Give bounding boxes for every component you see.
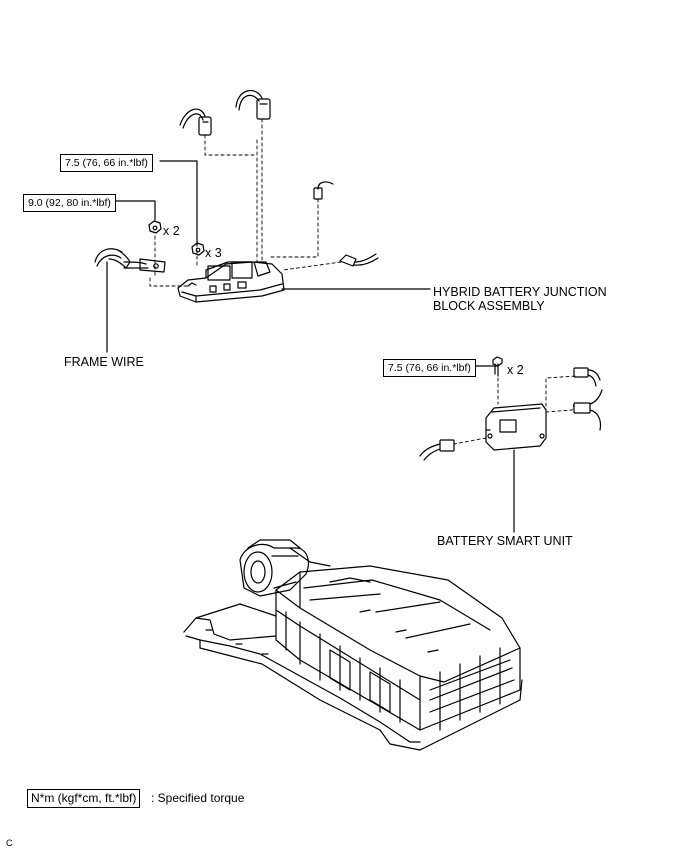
side-connector-right (339, 253, 379, 267)
battery-pack-part (183, 539, 523, 751)
battery-smart-unit-part (485, 403, 547, 451)
qty-frame-wire-nut: x 2 (163, 224, 180, 238)
label-junction-block-line1: HYBRID BATTERY JUNCTION (433, 285, 607, 299)
torque-spec-frame-wire-nut: 9.0 (92, 80 in.*lbf) (23, 194, 116, 212)
smart-unit-connector-top (573, 367, 601, 387)
upper-connector-right (313, 181, 334, 200)
qty-junction-block-nut: x 3 (205, 246, 222, 260)
upper-connector-left (179, 108, 212, 136)
junction-block-part (177, 261, 285, 303)
nut-frame-wire (148, 220, 162, 234)
torque-spec-smart-unit-bolt: 7.5 (76, 66 in.*lbf) (383, 359, 476, 377)
legend-torque-unit: N*m (kgf*cm, ft.*lbf) (27, 789, 141, 808)
upper-connector-middle (235, 89, 271, 120)
smart-unit-connector-bottom (573, 389, 603, 431)
frame-wire-part (94, 248, 166, 273)
label-junction-block-line2: BLOCK ASSEMBLY (433, 299, 545, 313)
label-frame-wire: FRAME WIRE (64, 355, 144, 369)
torque-spec-upper-nut: 7.5 (76, 66 in.*lbf) (60, 154, 153, 172)
figure-code: C (6, 838, 13, 848)
qty-smart-unit-bolt: x 2 (507, 363, 524, 377)
label-battery-smart-unit: BATTERY SMART UNIT (437, 534, 573, 548)
legend-description: : Specified torque (151, 791, 245, 805)
bolt-smart-unit (492, 356, 503, 377)
nut-junction-block (191, 242, 205, 256)
smart-unit-connector-left (419, 439, 455, 461)
